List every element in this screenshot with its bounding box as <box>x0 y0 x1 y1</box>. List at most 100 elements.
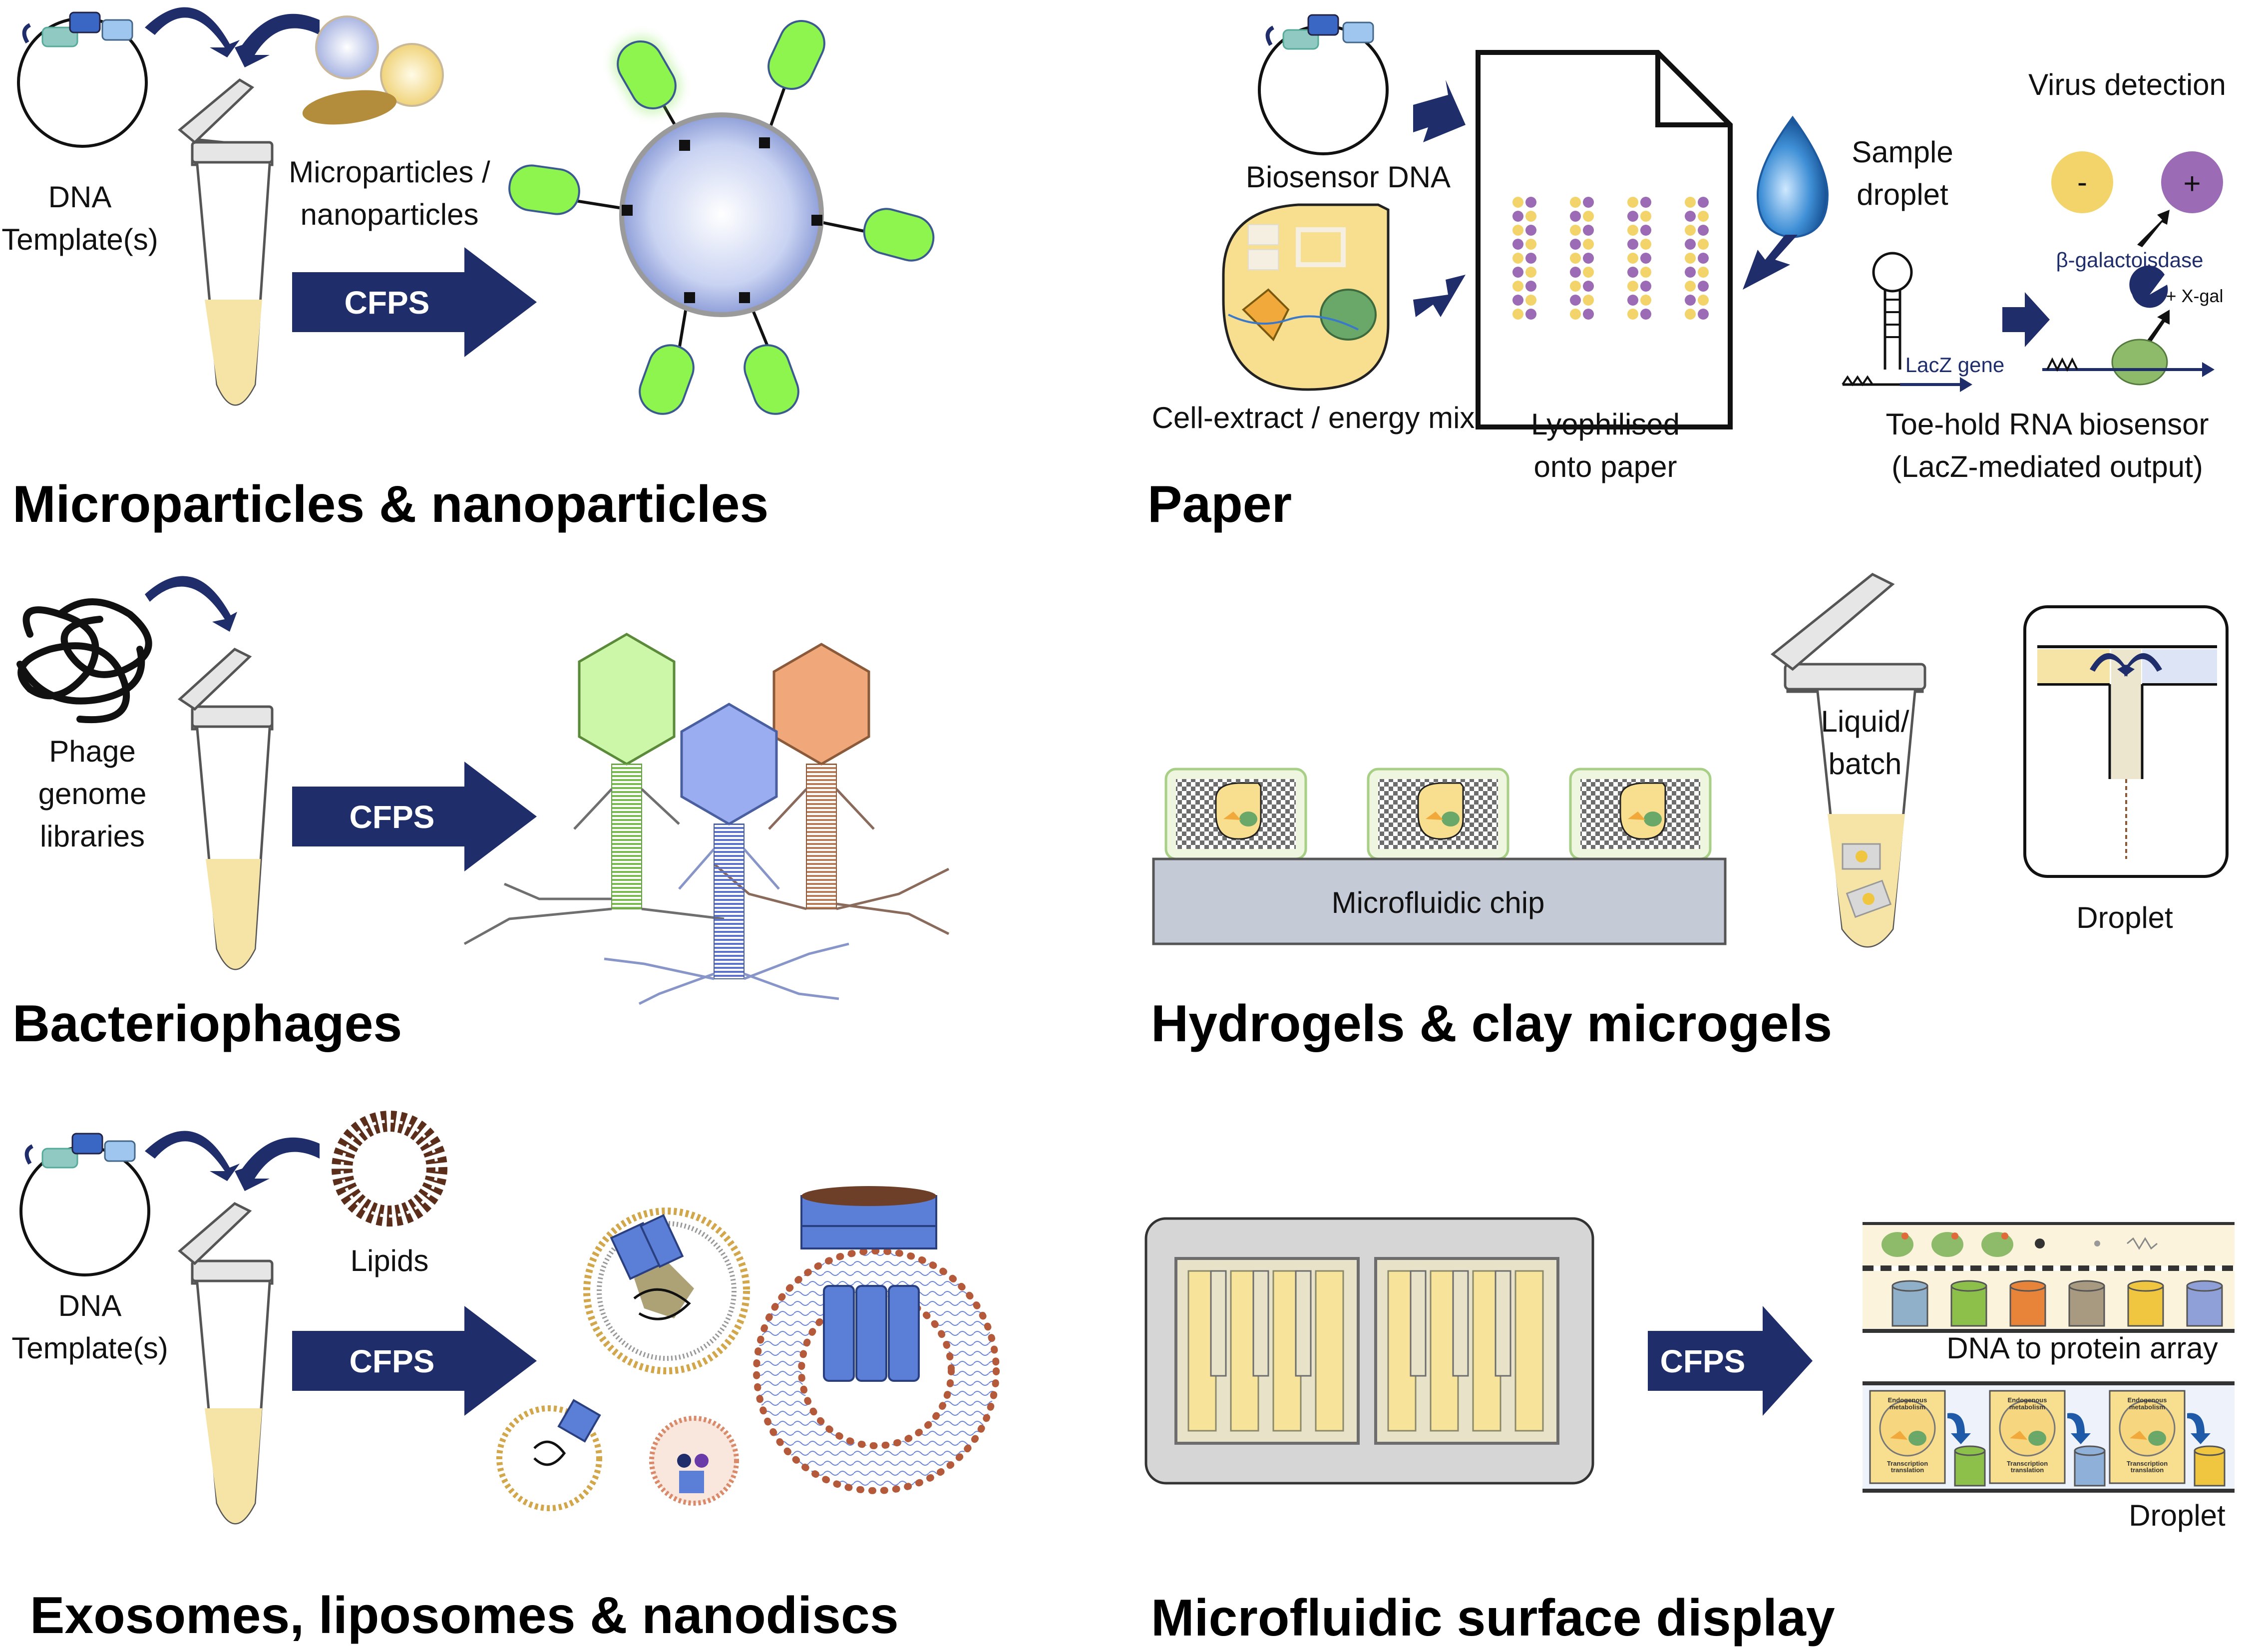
dot <box>1627 197 1638 208</box>
toehold-label-2: (LacZ-mediated output) <box>1891 450 2203 483</box>
dot <box>1698 267 1709 278</box>
dot <box>1512 267 1523 278</box>
dot <box>1698 281 1709 292</box>
dna-template-label-3: DNA <box>58 1289 122 1322</box>
membrane-protein-vesicle <box>753 1186 1000 1494</box>
divider <box>1452 1270 1469 1377</box>
channel <box>1315 1270 1344 1432</box>
dot <box>1525 239 1536 250</box>
dot <box>1512 211 1523 222</box>
arrow-to-paper-2 <box>1413 275 1466 317</box>
enzyme-icon <box>2129 265 2168 308</box>
panel-hydrogels: Microfluidic chip Liquid/ batch <box>1151 573 2229 1053</box>
dot <box>1685 239 1696 250</box>
droplet-cells-row: EndogenousmetabolismTranscriptiontransla… <box>1863 1381 2235 1532</box>
droplet-chip-icon <box>2023 605 2229 878</box>
dot <box>1640 309 1651 320</box>
mrna-line <box>2042 357 2215 377</box>
dot <box>1583 281 1594 292</box>
heading-surface-display: Microfluidic surface display <box>1151 1589 1835 1647</box>
cell-text: Transcription <box>2127 1460 2168 1467</box>
dot <box>1525 309 1536 320</box>
dot <box>1570 225 1581 236</box>
heading-hydrogels: Hydrogels & clay microgels <box>1151 995 1832 1053</box>
functionalized-particle <box>508 20 935 415</box>
dot <box>1525 281 1536 292</box>
dot <box>1627 295 1638 306</box>
divider <box>1252 1270 1269 1377</box>
particles-label-1: Microparticles / <box>289 155 490 189</box>
divider <box>1495 1270 1511 1377</box>
cell-extract-icon <box>1222 203 1390 391</box>
dot <box>1570 295 1581 306</box>
nanodisc-small <box>649 1416 739 1506</box>
well <box>2068 1285 2105 1327</box>
dot <box>1570 309 1581 320</box>
phage-green <box>463 633 725 945</box>
cell-text: metabolism <box>2009 1403 2045 1411</box>
product-well <box>2074 1450 2106 1487</box>
cfps-label-3: CFPS <box>350 1343 435 1379</box>
chip-label: Microfluidic chip <box>1332 886 1545 919</box>
dna-template-label-2: Template(s) <box>1 223 158 256</box>
heading-paper: Paper <box>1147 475 1292 533</box>
dot <box>1525 225 1536 236</box>
dot <box>1685 253 1696 264</box>
panel-bacteriophages: Phage genome libraries CFPS <box>12 576 950 1053</box>
well-top <box>2186 1280 2223 1292</box>
toehold-label-1: Toe-hold RNA biosensor <box>1885 408 2209 441</box>
lipids-label: Lipids <box>351 1244 429 1277</box>
dot <box>1525 197 1536 208</box>
dot <box>1583 309 1594 320</box>
dot <box>1640 253 1651 264</box>
beta-gal-label: β-galactoisdase <box>2056 248 2204 272</box>
tube-icon-3 <box>178 1202 274 1525</box>
well <box>1891 1285 1928 1327</box>
dot <box>1698 197 1709 208</box>
arrow-from-droplet <box>1743 235 1798 290</box>
heading-microparticles: Microparticles & nanoparticles <box>12 475 768 533</box>
dot <box>1583 253 1594 264</box>
dot <box>1640 239 1651 250</box>
plasmid-icon-3 <box>19 1133 150 1276</box>
dot <box>1698 253 1709 264</box>
dot <box>1512 281 1523 292</box>
dot <box>1583 239 1594 250</box>
well <box>2009 1285 2046 1327</box>
lyophilised-label-2: onto paper <box>1534 450 1677 483</box>
particles-label-2: nanoparticles <box>301 198 479 231</box>
well <box>2186 1285 2223 1327</box>
dot <box>1685 197 1696 208</box>
dot <box>1698 211 1709 222</box>
cell-text: Endogenous <box>2128 1396 2167 1404</box>
well-top <box>2068 1280 2105 1292</box>
droplet-cell: EndogenousmetabolismTranscriptiontransla… <box>1989 1390 2066 1484</box>
dot <box>1685 225 1696 236</box>
dot <box>1685 211 1696 222</box>
dot <box>1583 225 1594 236</box>
cell-text: metabolism <box>1889 1403 1925 1411</box>
phage-genome-scribble-icon <box>16 598 152 724</box>
hydrogel-block-2 <box>1367 768 1509 860</box>
hydrogel-block-1 <box>1164 768 1307 860</box>
dot <box>1512 197 1523 208</box>
arrow-up-icon <box>2137 210 2170 247</box>
biosensor-plasmid-icon <box>1258 14 1389 155</box>
arrow-up-icon-2 <box>2142 310 2170 350</box>
dot <box>1627 225 1638 236</box>
exosome-large <box>583 1208 750 1374</box>
batch-tube-icon <box>1770 573 1926 948</box>
dot <box>1640 295 1651 306</box>
dot <box>1512 295 1523 306</box>
xgal-label: + X-gal <box>2166 286 2223 306</box>
dot <box>1525 267 1536 278</box>
panel-paper: Biosensor DNA Cell-extract / energy mix … <box>1147 14 2226 533</box>
dot <box>1512 309 1523 320</box>
dna-template-label-4: Template(s) <box>11 1331 168 1365</box>
dot <box>1570 197 1581 208</box>
paper-sheet <box>1476 50 1733 429</box>
dna-template-label-1: DNA <box>48 180 112 214</box>
product-well-top <box>2074 1445 2106 1456</box>
ribosome-row <box>1881 1232 2158 1257</box>
